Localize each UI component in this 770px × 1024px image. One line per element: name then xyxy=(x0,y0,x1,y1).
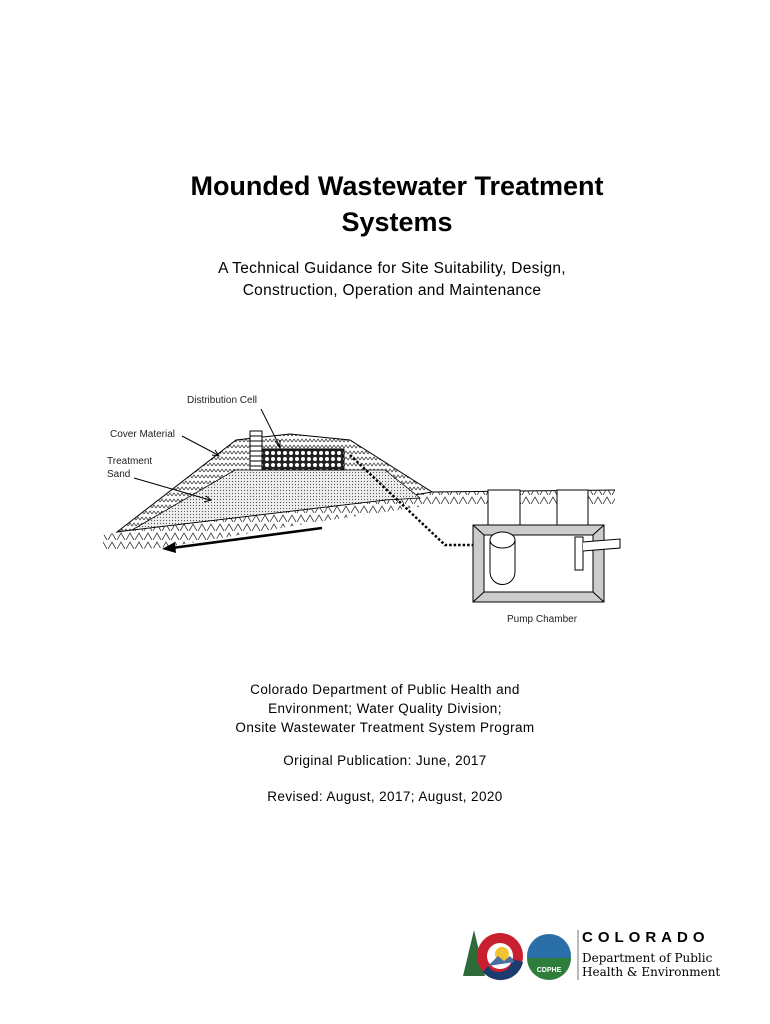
subtitle-line-2: Construction, Operation and Maintenance xyxy=(242,282,542,299)
publisher-block: Colorado Department of Public Health and… xyxy=(0,680,770,737)
subtitle-line-1: A Technical Guidance for Site Suitabilit… xyxy=(218,260,566,277)
label-distribution-cell: Distribution Cell xyxy=(187,395,257,406)
publisher-line-3: Onsite Wastewater Treatment System Progr… xyxy=(235,720,535,735)
label-sand: Sand xyxy=(107,469,130,480)
label-cover-material: Cover Material xyxy=(110,429,175,440)
label-treatment: Treatment xyxy=(107,456,152,467)
logo-name: COLORADO xyxy=(582,929,710,946)
original-publication: Original Publication: June, 2017 xyxy=(283,753,487,768)
pump-chamber xyxy=(472,489,621,603)
treatment-sand xyxy=(131,469,422,531)
leader-lines xyxy=(133,408,281,503)
logo-sub-line-1: Department of Public xyxy=(582,951,713,965)
distribution-cell xyxy=(261,448,345,471)
title-line-2: Systems xyxy=(341,207,453,237)
logo-sub-line-2: Health & Environment xyxy=(582,965,721,979)
mound-system-diagram: Distribution Cell Cover Material Treatme… xyxy=(103,395,621,625)
publisher-line-1: Colorado Department of Public Health and xyxy=(250,682,520,697)
logo-subtitle: Department of Public Health & Environmen… xyxy=(582,951,720,979)
publisher-line-2: Environment; Water Quality Division; xyxy=(268,701,502,716)
inspection-riser xyxy=(249,430,263,471)
native-soil xyxy=(103,490,615,550)
revised-date: Revised: August, 2017; August, 2020 xyxy=(267,789,503,804)
document-subtitle: A Technical Guidance for Site Suitabilit… xyxy=(0,258,770,302)
seal-text: CDPHE xyxy=(537,967,562,974)
label-pump-chamber: Pump Chamber xyxy=(507,614,578,625)
flow-arrow xyxy=(162,526,323,553)
pressure-pipe xyxy=(349,454,490,547)
cdphe-logo: CDPHE xyxy=(463,930,579,981)
document-title: Mounded Wastewater Treatment Systems xyxy=(0,168,770,240)
title-line-1: Mounded Wastewater Treatment xyxy=(190,171,604,201)
